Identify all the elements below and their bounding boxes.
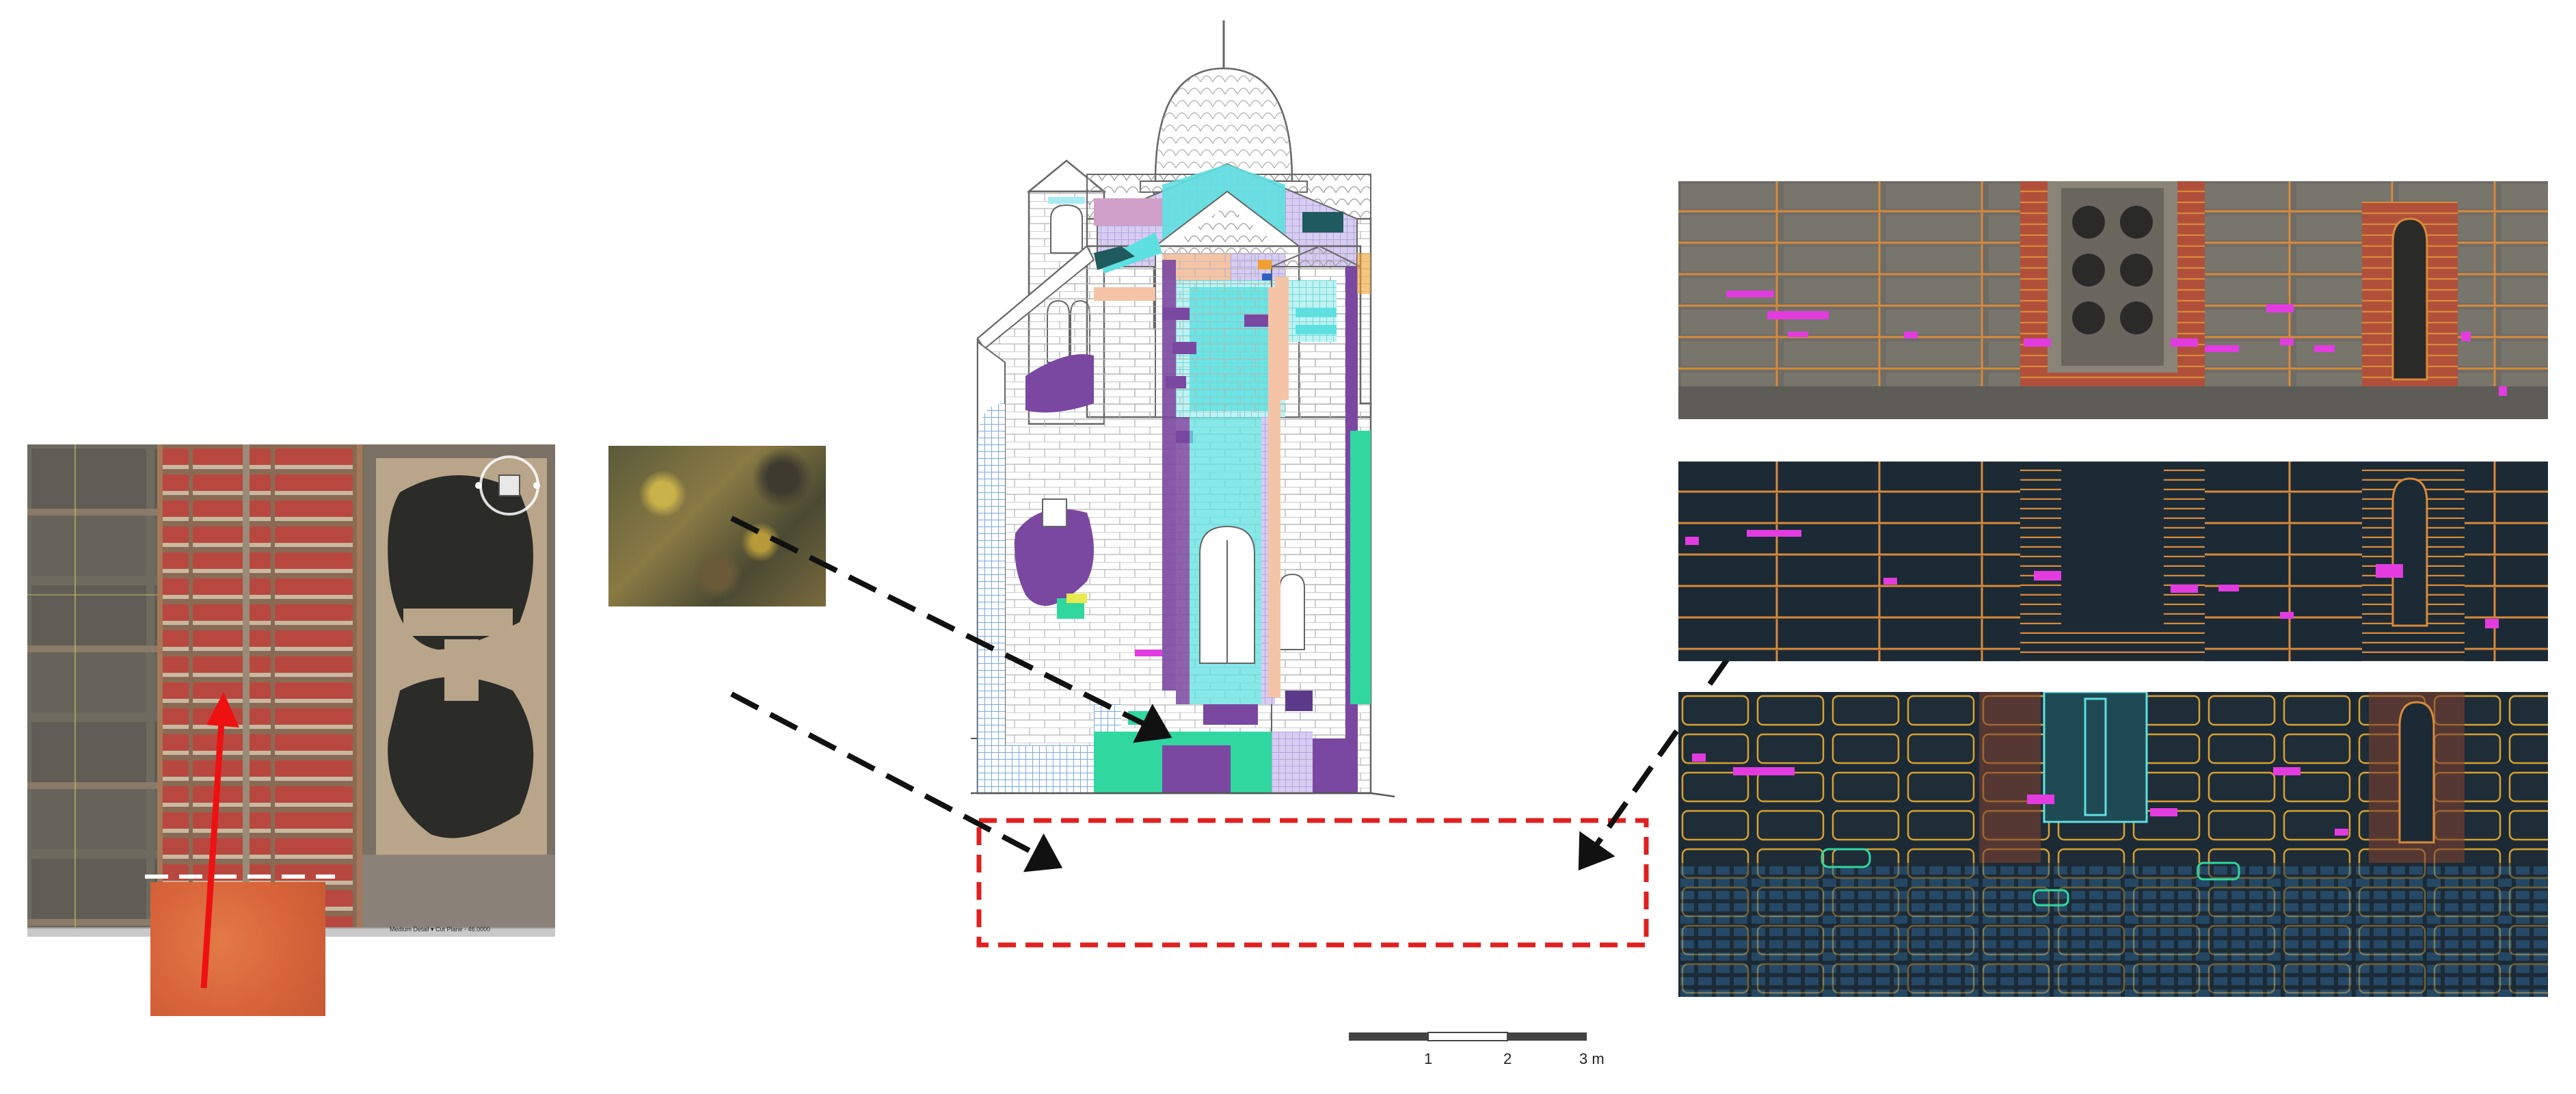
- status-bar-text: Medium Detail ▾ Cut Plane - 46.0000: [390, 926, 491, 933]
- scale-bar: 1 2 3 m: [1349, 1032, 1605, 1067]
- scale-tick-2: 2: [1503, 1050, 1512, 1067]
- orthophoto-panel: Medium Detail ▾ Cut Plane - 46.0000: [27, 444, 555, 937]
- orthophoto-masonry: [27, 444, 555, 937]
- scale-tick-3m: 3 m: [1579, 1050, 1605, 1067]
- stone-texture-photo: [608, 446, 826, 606]
- cad-outline-panel: [1678, 462, 2548, 661]
- ground-line: [971, 792, 1395, 798]
- brick-sample-photo: [150, 882, 325, 1016]
- cad-block-mapping-panel: [1678, 692, 2548, 997]
- facade-photo-panel: [1678, 181, 2548, 419]
- scale-tick-1: 1: [1424, 1050, 1432, 1067]
- lower-wall: [976, 232, 1372, 795]
- church-elevation-drawing: [971, 21, 1395, 798]
- navigation-compass-icon[interactable]: [475, 455, 540, 516]
